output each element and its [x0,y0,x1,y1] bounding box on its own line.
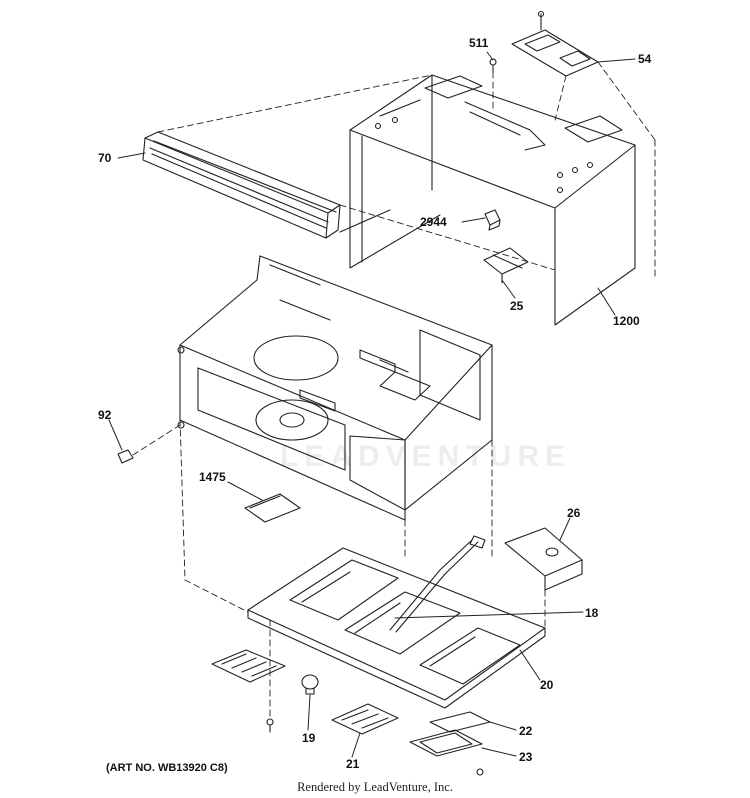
cover-1475 [244,493,301,523]
cover-26 [504,527,583,591]
label-2944: 2944 [420,215,447,229]
lens-22 [429,711,491,733]
label-23: 23 [519,750,533,764]
label-1475: 1475 [199,470,226,484]
wire-harness-18 [389,535,486,633]
label-22: 22 [519,724,533,738]
label-1200: 1200 [613,314,640,328]
filter-left [211,649,286,683]
label-25: 25 [510,299,524,313]
screw-lower [266,718,484,776]
label-70: 70 [98,151,112,165]
lamp-19 [301,674,319,695]
filter-21 [331,703,399,735]
latch-92 [117,449,134,464]
lamp-cover-23 [409,729,483,757]
label-18: 18 [585,606,599,620]
watermark-text: LEADVENTURE [280,440,572,473]
switch-2944 [484,209,501,231]
label-511: 511 [469,36,489,50]
label-20: 20 [540,678,554,692]
label-19: 19 [302,731,316,745]
vent-grille-70 [142,131,341,239]
base-plate-20 [247,547,546,709]
credit-line: Rendered by LeadVenture, Inc. [297,780,453,794]
outer-case-1200 [339,74,636,326]
assembly-guide-lines [132,61,656,719]
leader-lines [108,51,636,758]
label-54: 54 [638,52,652,66]
label-21: 21 [346,757,360,771]
label-92: 92 [98,408,112,422]
bracket-25 [483,247,529,284]
top-plate-54 [511,10,599,77]
art-number: (ART NO. WB13920 C8) [106,762,228,774]
oven-cavity [177,255,493,521]
label-26: 26 [567,506,581,520]
screw-511 [489,58,497,73]
